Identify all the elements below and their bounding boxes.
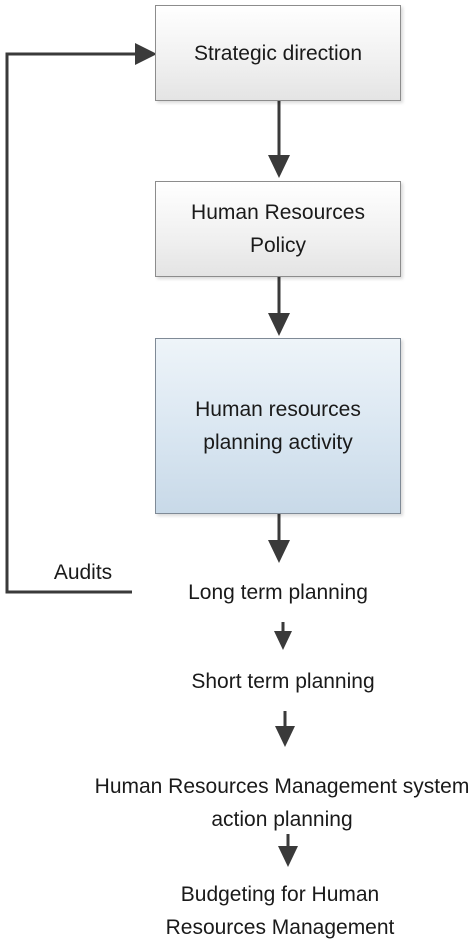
arrow-action-to-budgeting xyxy=(278,834,298,867)
audits-label: Audits xyxy=(53,561,113,584)
strategic-direction-box: Strategic direction xyxy=(155,5,401,101)
feedback-loop-arrow xyxy=(5,43,157,594)
hrm-action-planning-label: Human Resources Management system action… xyxy=(92,770,472,836)
short-term-planning-label: Short term planning xyxy=(191,670,375,693)
arrow-planning-to-longterm xyxy=(268,514,290,563)
arrow-shortterm-to-action xyxy=(275,711,295,747)
long-term-planning-label: Long term planning xyxy=(188,581,368,604)
arrow-longterm-to-shortterm xyxy=(274,622,292,650)
budgeting-text: Budgeting for Human Resources Management xyxy=(165,883,395,939)
arrow-strategic-to-policy xyxy=(268,101,290,178)
hr-policy-label: Human Resources Policy xyxy=(191,201,365,257)
strategic-direction-label: Strategic direction xyxy=(193,41,363,65)
budgeting-label: Budgeting for Human Resources Management xyxy=(130,878,430,944)
arrow-policy-to-planning xyxy=(268,277,290,336)
hr-planning-activity-label: Human resources planning activity xyxy=(195,398,361,454)
hrm-action-planning-text: Human Resources Management system action… xyxy=(94,775,470,831)
hr-policy-box: Human Resources Policy xyxy=(155,181,401,277)
hr-planning-activity-box: Human resources planning activity xyxy=(155,338,401,514)
